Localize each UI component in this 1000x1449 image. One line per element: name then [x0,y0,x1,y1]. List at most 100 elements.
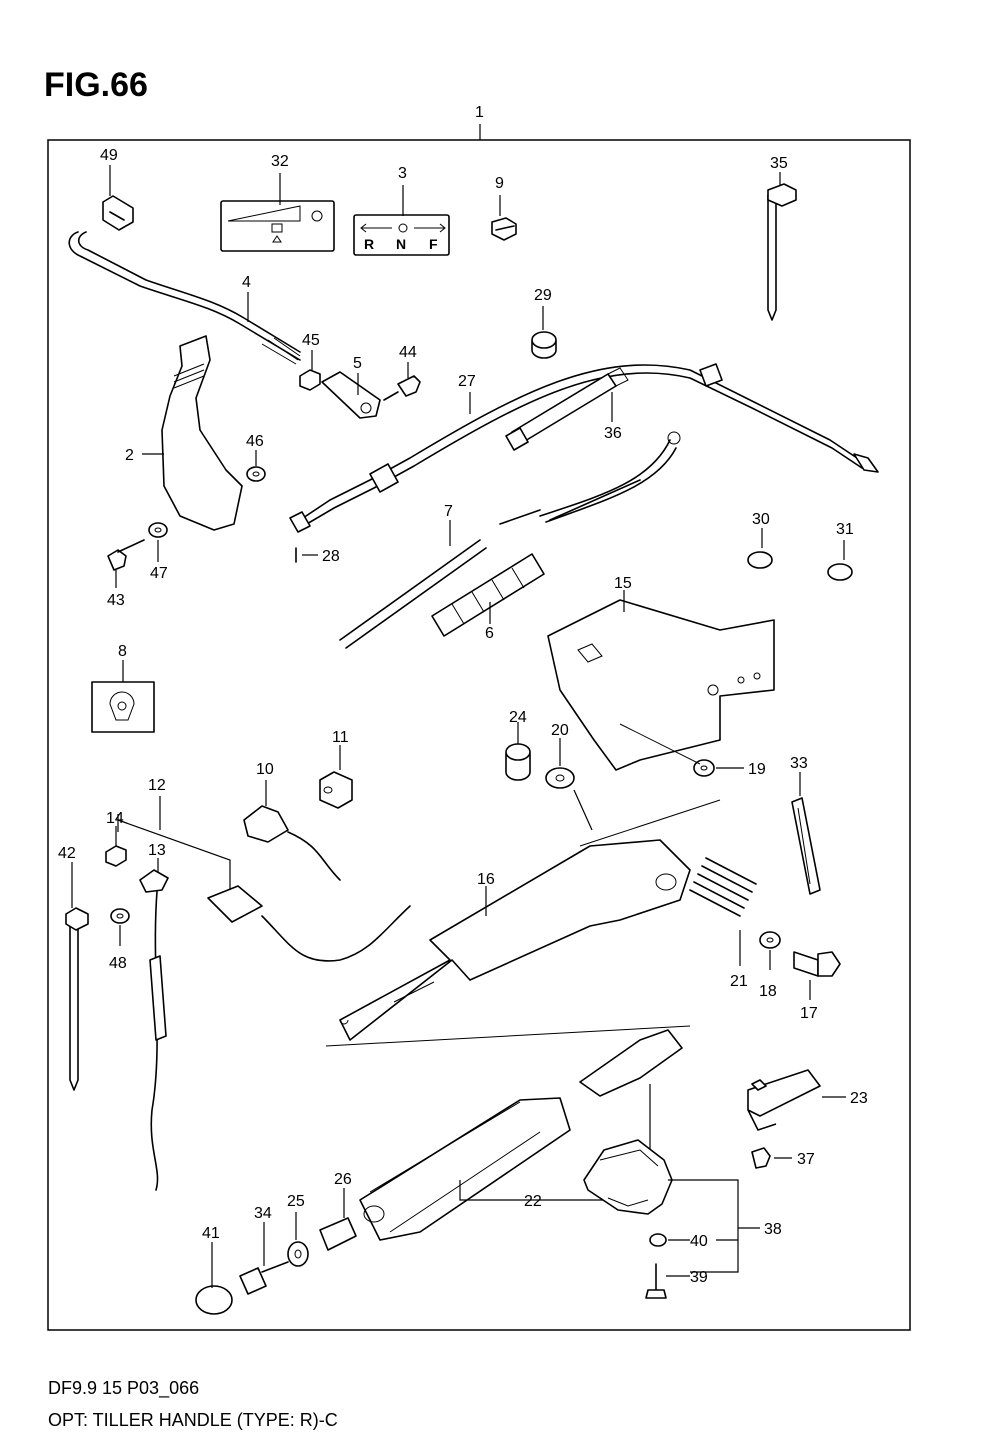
part-2-handle-grip[interactable] [142,335,243,531]
callout-43[interactable]: 43 [107,592,125,609]
callout-2[interactable]: 2 [125,447,134,464]
part-35-cable-tie[interactable] [767,172,797,321]
callout-44[interactable]: 44 [399,344,417,361]
part-8-plate[interactable] [91,660,155,733]
part-4-shift-rod[interactable] [68,231,301,365]
callout-11[interactable]: 11 [332,729,349,746]
callout-17[interactable]: 17 [800,1005,818,1022]
part-44-bolt[interactable] [383,362,421,401]
part-25-washer[interactable] [287,1212,309,1267]
part-27-throttle-cable[interactable] [289,363,879,533]
callout-47[interactable]: 47 [150,565,168,582]
callout-45[interactable]: 45 [302,332,320,349]
part-30-cap[interactable] [747,528,773,569]
part-31-cap[interactable] [827,540,853,581]
callout-14[interactable]: 14 [106,810,124,827]
callout-48[interactable]: 48 [109,955,127,972]
callout-1[interactable]: 1 [475,104,484,121]
part-38-switch-assembly[interactable] [583,1139,760,1273]
part-11-collar[interactable] [319,745,353,809]
part-18-washer[interactable] [759,931,781,970]
part-5-shift-lever[interactable] [321,371,381,419]
callout-18[interactable]: 18 [759,983,777,1000]
callout-26[interactable]: 26 [334,1171,352,1188]
part-33-clamp[interactable] [791,772,821,895]
callout-4[interactable]: 4 [242,274,251,291]
part-15-bracket[interactable] [547,590,775,771]
callout-7[interactable]: 7 [444,503,453,520]
part-21-spring[interactable] [689,857,757,966]
part-42-tie[interactable] [65,862,89,1091]
callout-31[interactable]: 31 [836,521,854,538]
callout-38[interactable]: 38 [764,1221,782,1238]
callout-36[interactable]: 36 [604,425,622,442]
callout-5[interactable]: 5 [353,355,362,372]
part-24-collar[interactable] [505,722,531,781]
part-stop-switch[interactable] [207,885,411,962]
callout-41[interactable]: 41 [202,1225,220,1242]
part-48-washer[interactable] [110,908,130,946]
part-23-bracket[interactable] [747,1069,846,1131]
part-39-screw[interactable] [645,1263,690,1299]
callout-27[interactable]: 27 [458,373,476,390]
callout-30[interactable]: 30 [752,511,770,528]
part-wire-lead[interactable] [539,431,681,523]
callout-23[interactable]: 23 [850,1090,868,1107]
callout-15[interactable]: 15 [614,575,632,592]
callout-24[interactable]: 24 [509,709,527,726]
part-6-sleeve[interactable] [431,553,545,637]
part-34-bolt[interactable] [239,1222,289,1295]
part-29-bushing[interactable] [531,306,557,359]
callout-6[interactable]: 6 [485,625,494,642]
part-32-decal[interactable] [220,173,335,252]
part-3-shift-decal[interactable]: R N F [353,185,450,256]
callout-20[interactable]: 20 [551,722,569,739]
part-26-collar[interactable] [319,1188,357,1251]
part-12-lanyard[interactable] [149,796,167,1191]
part-49-clip[interactable] [102,165,134,231]
part-13-clip[interactable] [139,858,169,893]
part-28-pin[interactable] [295,547,318,563]
callout-3[interactable]: 3 [398,165,407,182]
part-16-tiller-arm[interactable] [325,799,721,1047]
callout-22[interactable]: 22 [524,1193,542,1210]
part-47-washer[interactable] [148,522,168,562]
part-14-nut[interactable] [105,826,127,867]
callout-25[interactable]: 25 [287,1193,305,1210]
callout-40[interactable]: 40 [690,1233,708,1250]
callout-19[interactable]: 19 [748,761,766,778]
part-45-nut[interactable] [299,350,321,391]
callout-35[interactable]: 35 [770,155,788,172]
callout-29[interactable]: 29 [534,287,552,304]
callout-33[interactable]: 33 [790,755,808,772]
callout-28[interactable]: 28 [322,548,340,565]
callout-16[interactable]: 16 [477,871,495,888]
part-41-cap[interactable] [195,1242,233,1315]
callout-12[interactable]: 12 [148,777,166,794]
part-9-grommet[interactable] [491,195,517,241]
callout-13[interactable]: 13 [148,842,166,859]
part-10-switch[interactable] [243,780,341,881]
callout-10[interactable]: 10 [256,761,274,778]
callout-49[interactable]: 49 [100,147,118,164]
part-46-washer[interactable] [246,450,266,482]
callout-8[interactable]: 8 [118,643,127,660]
part-43-bolt[interactable] [107,539,145,588]
part-17-bolt[interactable] [793,951,841,1000]
part-22-throttle-grip[interactable] [359,1029,683,1241]
callout-37[interactable]: 37 [797,1151,815,1168]
callout-9[interactable]: 9 [495,175,504,192]
callout-21[interactable]: 21 [730,973,748,990]
part-19-washer[interactable] [619,723,744,777]
part-37-screw[interactable] [751,1147,792,1169]
callout-39[interactable]: 39 [690,1269,708,1286]
callout-32[interactable]: 32 [271,153,289,170]
callout-42[interactable]: 42 [58,845,76,862]
callout-46[interactable]: 46 [246,433,264,450]
part-36-cable-end[interactable] [505,367,629,451]
part-40-washer[interactable] [649,1233,690,1247]
callout-34[interactable]: 34 [254,1205,272,1222]
part-7-protector-tube[interactable] [339,509,541,649]
part-20-washer[interactable] [545,738,593,831]
